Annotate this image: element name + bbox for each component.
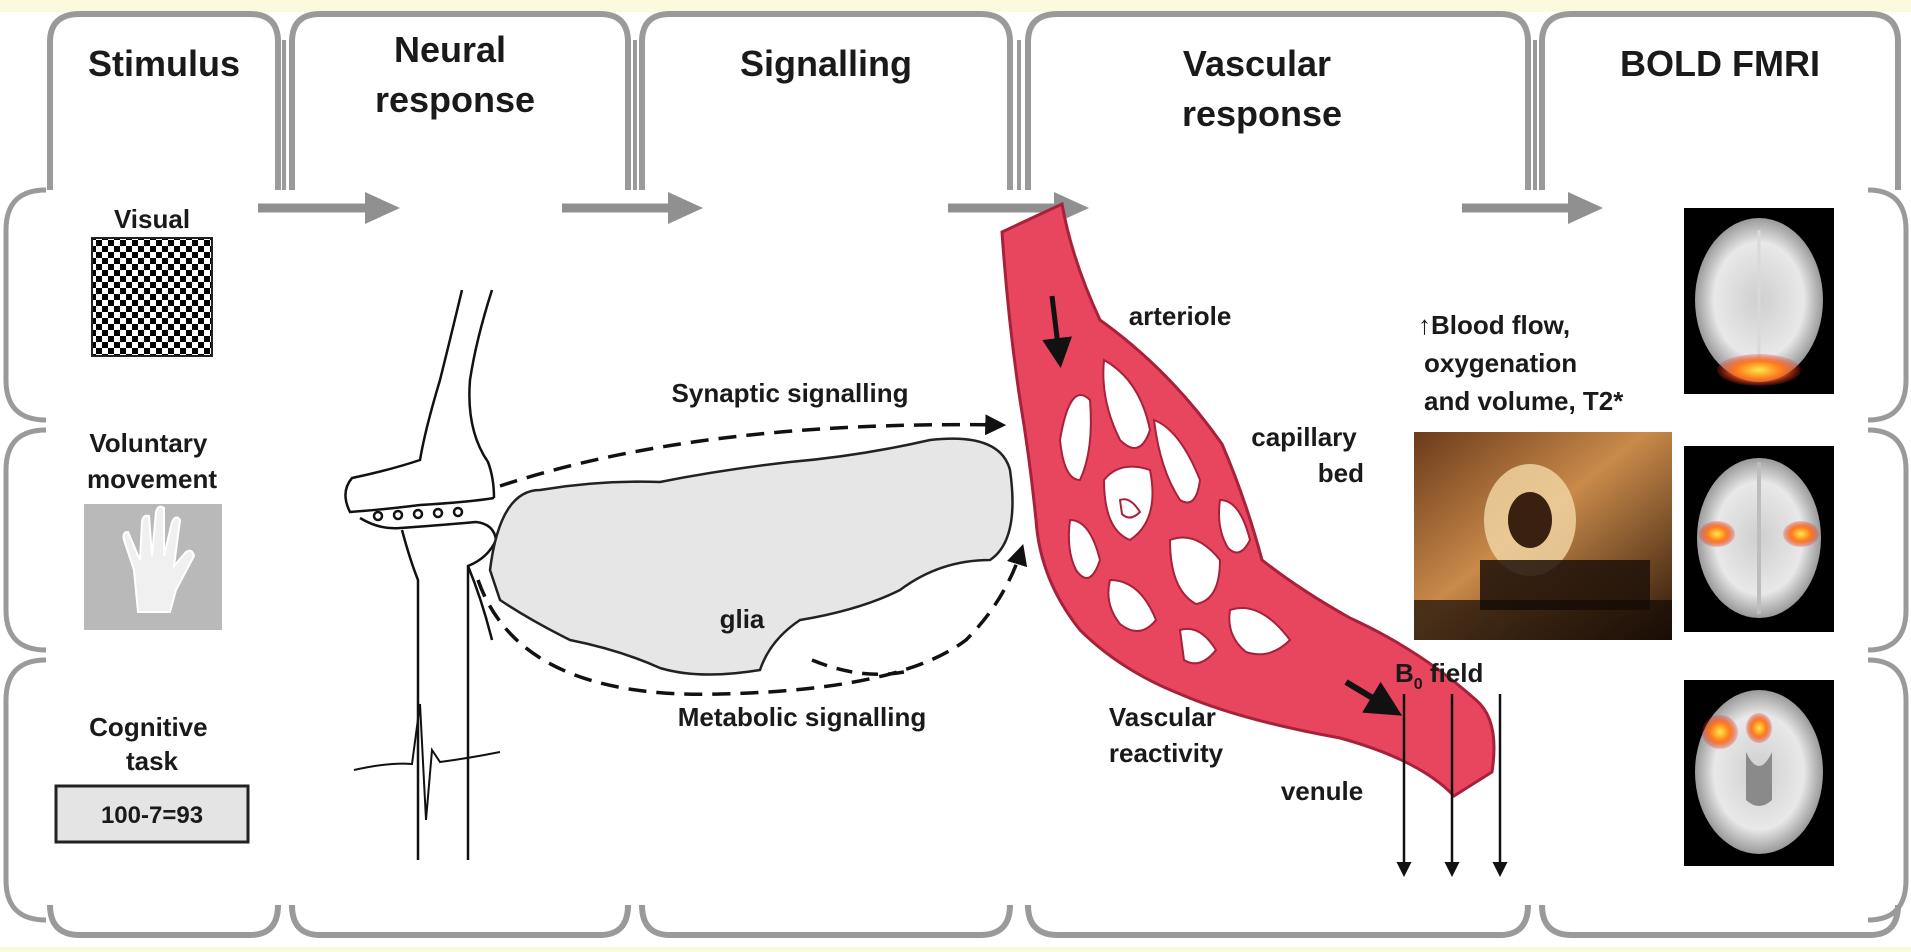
- visual-activation-scan: [1684, 208, 1834, 394]
- stage-title-bold: BOLD FMRI: [1620, 43, 1820, 84]
- stage-title-stimulus: Stimulus: [88, 43, 240, 84]
- synaptic-signalling-label: Synaptic signalling: [672, 378, 909, 408]
- stimulus-visual-label: Visual: [114, 204, 190, 234]
- hand-movement-image: [84, 504, 222, 630]
- motor-activation-scan: [1684, 446, 1834, 632]
- cognitive-task-text: 100-7=93: [101, 802, 203, 829]
- venule-label: venule: [1281, 776, 1363, 806]
- mri-scanner-photo: [1414, 432, 1672, 640]
- b0-field-label: B0 field: [1395, 658, 1483, 693]
- cognitive-activation-scan: [1684, 680, 1834, 866]
- top-strip: [0, 0, 1911, 12]
- stage-title-signalling: Signalling: [740, 43, 912, 84]
- checkerboard-icon: [92, 238, 212, 356]
- glia-label: glia: [720, 604, 765, 634]
- arteriole-label: arteriole: [1129, 301, 1232, 331]
- metabolic-signalling-label: Metabolic signalling: [678, 702, 926, 732]
